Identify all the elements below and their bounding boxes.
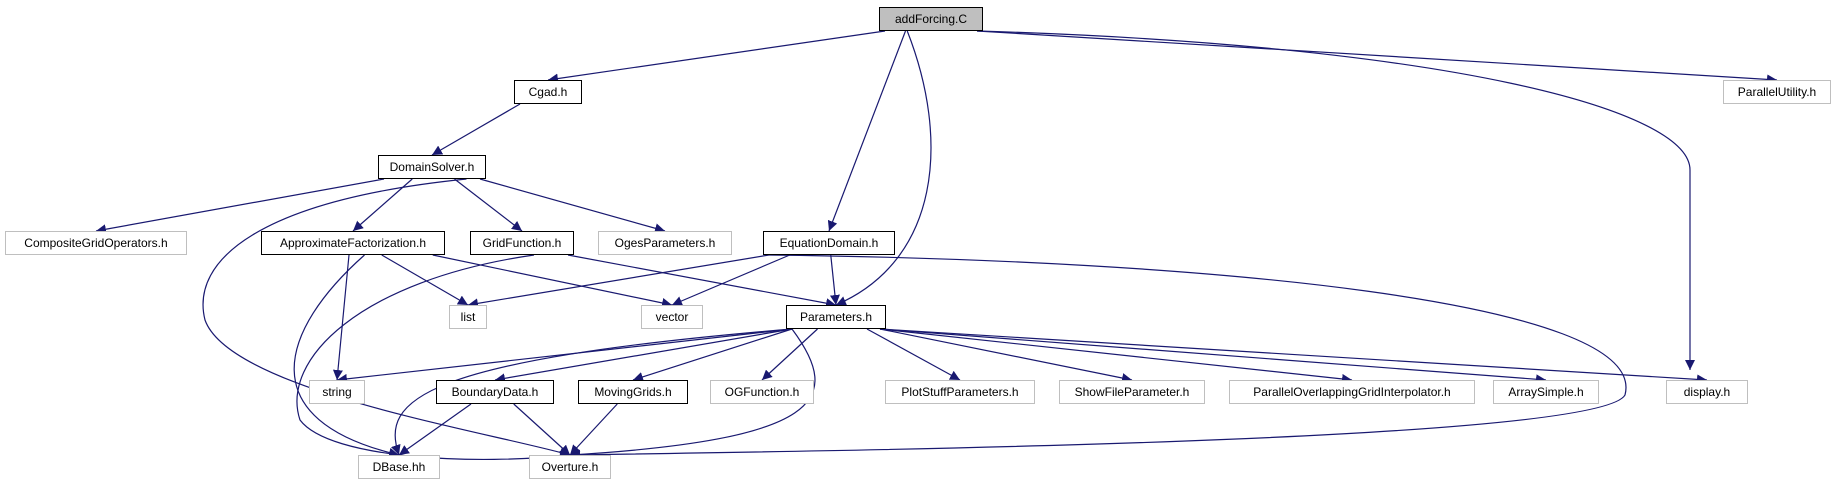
edge-equationDomain-to-list <box>467 254 770 309</box>
node-compositegridoperators-h[interactable]: CompositeGridOperators.h <box>5 231 187 255</box>
edge-parameters-to-movingGrids <box>632 328 793 382</box>
edge-addForcing-to-display <box>976 30 1695 370</box>
node-approximatefactorization-h[interactable]: ApproximateFactorization.h <box>261 231 445 255</box>
edge-boundaryData-to-dbase <box>398 403 472 456</box>
node-ogfunction-h[interactable]: OGFunction.h <box>710 380 814 404</box>
edge-cgad-to-domainSolver <box>431 103 521 156</box>
edge-parameters-to-plotStuffParameters <box>866 328 961 381</box>
edge-parameters-to-showFileParameter <box>879 328 1133 383</box>
node-dbase-hh[interactable]: DBase.hh <box>358 455 440 479</box>
node-domainsolver-h[interactable]: DomainSolver.h <box>378 155 486 179</box>
node-vector[interactable]: vector <box>641 305 703 329</box>
node-overture-h[interactable]: Overture.h <box>529 455 611 479</box>
edge-movingGrids-to-overture <box>569 403 618 456</box>
node-boundarydata-h[interactable]: BoundaryData.h <box>436 380 554 404</box>
edge-approximateFactorization-to-list <box>381 254 469 306</box>
node-arraysimple-h[interactable]: ArraySimple.h <box>1493 380 1599 404</box>
edge-domainSolver-to-compositeGridOperators <box>95 178 385 235</box>
edge-gridFunction-to-overture <box>296 254 571 462</box>
edge-addForcing-to-cgad <box>547 30 886 84</box>
edge-boundaryData-to-overture <box>513 403 571 456</box>
edge-parameters-to-boundaryData <box>494 328 793 384</box>
edge-domainSolver-to-overture <box>202 178 571 458</box>
node-parallelutility-h[interactable]: ParallelUtility.h <box>1723 80 1831 104</box>
edge-parameters-to-string <box>336 328 793 384</box>
edge-equationDomain-to-vector <box>671 254 790 306</box>
edge-approximateFactorization-to-string <box>332 254 350 381</box>
node-plotstuffparameters-h[interactable]: PlotStuffParameters.h <box>885 380 1035 404</box>
node-display-h[interactable]: display.h <box>1666 380 1748 404</box>
edge-parameters-to-arraySimple <box>879 328 1547 385</box>
edge-parameters-to-overture <box>569 328 816 460</box>
edge-addForcing-to-parallelUtility <box>976 30 1778 85</box>
edge-equationDomain-to-parameters <box>829 254 840 306</box>
edge-approximateFactorization-to-vector <box>432 254 673 308</box>
node-equationdomain-h[interactable]: EquationDomain.h <box>763 231 895 255</box>
edge-gridFunction-to-parameters <box>567 254 837 309</box>
edge-parameters-to-parallelOverlapping <box>879 328 1353 384</box>
edge-parameters-to-ogFunction <box>761 328 818 381</box>
node-string[interactable]: string <box>309 380 365 404</box>
node-parameters-h[interactable]: Parameters.h <box>786 305 886 329</box>
edge-equationDomain-to-overture <box>569 254 1627 460</box>
edge-approximateFactorization-to-dbase <box>293 254 400 458</box>
node-paralleloverlappinggridinterpolator-h[interactable]: ParallelOverlappingGridInterpolator.h <box>1229 380 1475 404</box>
edge-domainSolver-to-ogesParameters <box>479 178 666 234</box>
node-cgad-h[interactable]: Cgad.h <box>514 80 582 104</box>
edge-addForcing-to-parameters <box>835 30 932 306</box>
edge-parameters-to-display <box>879 328 1708 385</box>
edge-addForcing-to-equationDomain <box>827 30 907 232</box>
node-showfileparameter-h[interactable]: ShowFileParameter.h <box>1059 380 1205 404</box>
node-gridfunction-h[interactable]: GridFunction.h <box>470 231 574 255</box>
node-movinggrids-h[interactable]: MovingGrids.h <box>578 380 688 404</box>
edge-domainSolver-to-gridFunction <box>454 178 523 232</box>
node-addforcing-c[interactable]: addForcing.C <box>879 7 983 31</box>
node-ogesparameters-h[interactable]: OgesParameters.h <box>598 231 732 255</box>
node-list[interactable]: list <box>449 305 487 329</box>
